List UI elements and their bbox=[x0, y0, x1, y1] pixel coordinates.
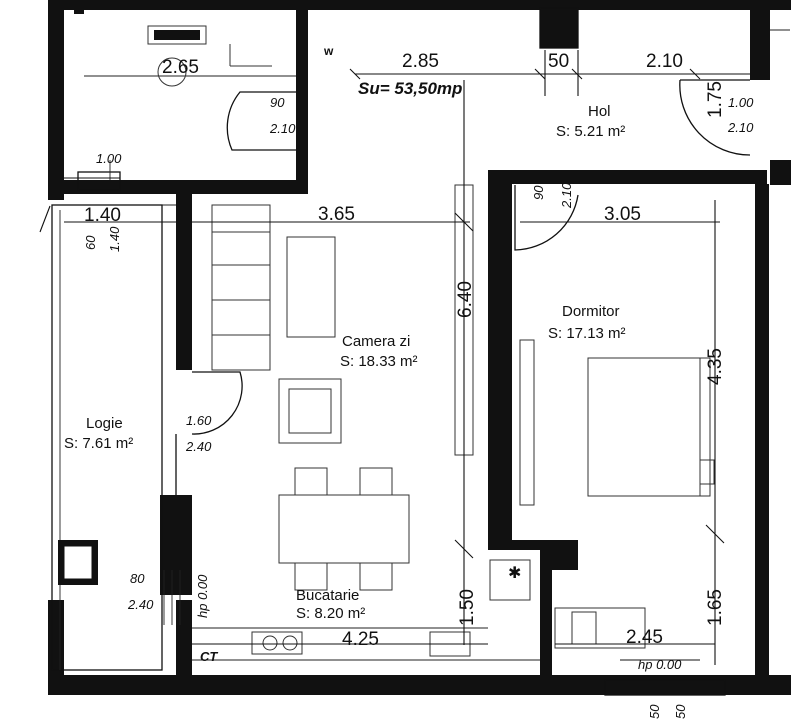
w-label: w bbox=[324, 44, 334, 58]
kitchen-height-label: 1.50 bbox=[457, 589, 478, 626]
door-5-width-label: 80 bbox=[130, 571, 145, 586]
walls bbox=[48, 0, 791, 695]
bedroom-bottom-label: 2.45 bbox=[626, 627, 663, 648]
door-2-height-label: 2.10 bbox=[728, 120, 754, 135]
door-1-width-label: 90 bbox=[270, 95, 285, 110]
room-name-hol: Hol bbox=[588, 103, 611, 120]
hp-label-bedroom: hp 0.00 bbox=[638, 657, 682, 672]
ventilation-icon: ✱ bbox=[508, 565, 522, 582]
room-area-dormitor: S: 17.13 m² bbox=[548, 325, 626, 342]
door-3-height-label: 2.10 bbox=[559, 182, 574, 208]
door-3-width-label: 90 bbox=[531, 185, 546, 200]
room-name-logie: Logie bbox=[86, 415, 123, 432]
bath-width-label: 2.65 bbox=[162, 57, 199, 78]
door-1-height-label: 2.10 bbox=[270, 121, 296, 136]
hall-a-label: 2.85 bbox=[402, 51, 439, 72]
hall-b-label: 50 bbox=[548, 51, 570, 72]
room-area-hol: S: 5.21 m² bbox=[556, 123, 626, 140]
ct-label: CT bbox=[200, 649, 218, 664]
door-4-height-label: 2.40 bbox=[186, 439, 212, 454]
room-area-logie: S: 7.61 m² bbox=[64, 435, 134, 452]
door-2-width-label: 1.00 bbox=[728, 95, 754, 110]
furniture bbox=[147, 25, 715, 657]
living-width-label: 3.65 bbox=[318, 204, 355, 225]
edge-label-b: 50 bbox=[673, 704, 688, 719]
bath-door-label: 1.00 bbox=[96, 151, 122, 166]
doors bbox=[163, 79, 751, 625]
hall-c-label: 2.10 bbox=[646, 51, 683, 72]
logie-height-label: 1.40 bbox=[107, 226, 122, 252]
room-area-camera-zi: S: 18.33 m² bbox=[340, 353, 418, 370]
bedroom-low-label: 1.65 bbox=[705, 589, 726, 626]
total-area-label: Su= 53,50mp bbox=[358, 79, 463, 98]
kitchen-width-label: 4.25 bbox=[342, 629, 379, 650]
door-4-width-label: 1.60 bbox=[186, 413, 212, 428]
door-5-height-label: 2.40 bbox=[128, 597, 154, 612]
room-name-dormitor: Dormitor bbox=[562, 303, 620, 320]
room-name-bucatarie: Bucatarie bbox=[296, 587, 360, 604]
dimension-lines bbox=[39, 50, 755, 665]
logie-width-label: 1.40 bbox=[84, 205, 121, 226]
room-area-bucatarie: S: 8.20 m² bbox=[296, 605, 366, 622]
bedroom-height-label: 4.35 bbox=[705, 348, 726, 385]
edge-label-a: 50 bbox=[647, 704, 662, 719]
living-height-label: 6.40 bbox=[455, 281, 476, 318]
logie-door-label: 60 bbox=[83, 235, 98, 250]
bedroom-width-label: 3.05 bbox=[604, 204, 641, 225]
room-name-camera-zi: Camera zi bbox=[342, 333, 411, 350]
hp-label-kitchen: hp 0.00 bbox=[195, 574, 210, 618]
hall-vertical-label: 1.75 bbox=[705, 81, 726, 118]
